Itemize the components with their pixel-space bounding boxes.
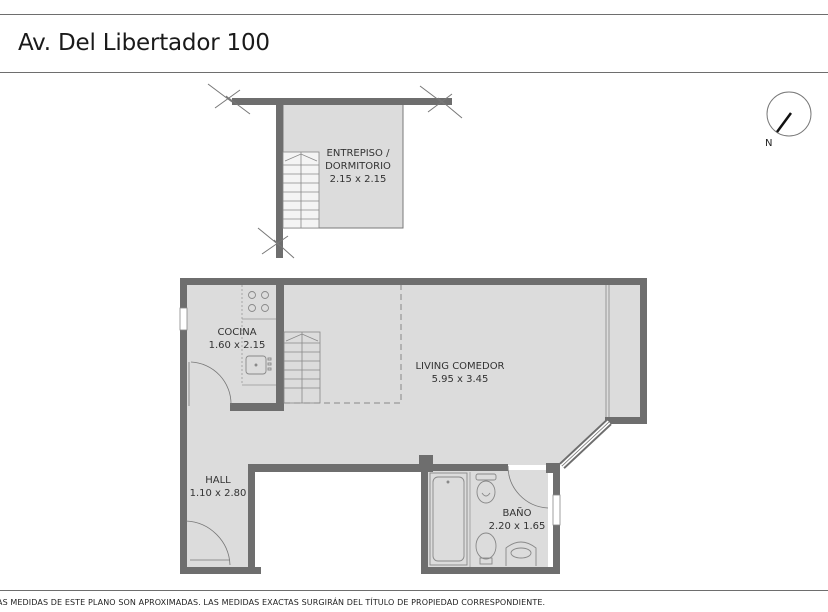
mezzanine-stairs	[282, 151, 320, 229]
living-name: LIVING COMEDOR	[415, 361, 504, 372]
header-bottom-rule	[0, 72, 828, 73]
cocina-name: COCINA	[217, 327, 256, 338]
entrance-door-swing	[185, 520, 231, 566]
hall-dimensions: 1.10 x 2.80	[190, 488, 247, 499]
bidet-icon	[475, 532, 497, 565]
footer-rule	[0, 590, 828, 591]
toilet-icon	[475, 473, 497, 504]
main-stairs	[283, 331, 321, 404]
entrepiso-name-1: ENTREPISO /	[327, 148, 391, 159]
kitchen-counter	[241, 285, 276, 386]
compass-north-label: N	[765, 138, 772, 149]
mezzanine-plan: ENTREPISO / DORMITORIO 2.15 x 2.15	[207, 83, 463, 259]
entrepiso-dimensions: 2.15 x 2.15	[330, 174, 387, 185]
living-dimensions: 5.95 x 3.45	[432, 374, 489, 385]
diagonal-window	[559, 419, 612, 469]
page-title: Av. Del Libertador 100	[18, 30, 270, 56]
kitchen-door-swing	[188, 361, 232, 406]
break-line-marks	[207, 83, 463, 259]
bathtub-icon	[429, 472, 468, 566]
stove-icon	[248, 291, 269, 312]
mezzanine-outline	[284, 285, 402, 404]
footer-disclaimer: AS MEDIDAS DE ESTE PLANO SON APROXIMADAS…	[0, 598, 546, 607]
kitchen-window	[179, 307, 188, 331]
kitchen-sink-icon	[245, 355, 272, 375]
bathroom-door-swing	[507, 465, 549, 509]
cocina-dimensions: 1.60 x 2.15	[209, 340, 266, 351]
hall-name: HALL	[205, 475, 231, 486]
bathroom-window	[552, 494, 561, 526]
bano-name: BAÑO	[502, 506, 531, 519]
entrepiso-name-2: DORMITORIO	[325, 161, 391, 172]
bathroom-sink-icon	[505, 541, 537, 566]
header-top-rule	[0, 14, 828, 15]
main-floor-plan: COCINA 1.60 x 2.15 LIVING COMEDOR 5.95 x…	[179, 278, 647, 574]
north-compass: N	[765, 91, 812, 149]
bano-dimensions: 2.20 x 1.65	[489, 521, 546, 532]
